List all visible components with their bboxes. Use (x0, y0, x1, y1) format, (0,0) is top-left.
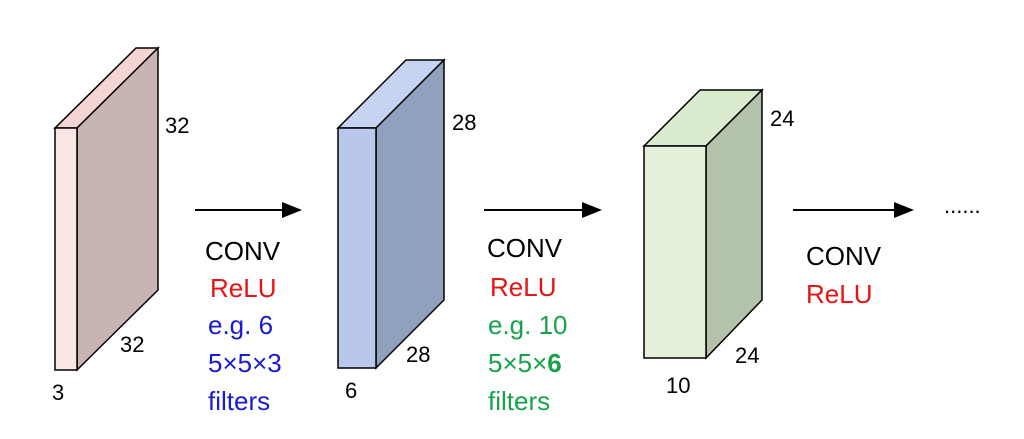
conv-block-2-filter-size: 5×5×6 (488, 348, 562, 378)
volume-2: 6 28 28 (336, 58, 476, 403)
continuation-ellipsis: ...... (944, 193, 981, 218)
conv-block-2: CONV ReLU e.g. 10 5×5×6 filters (487, 233, 568, 416)
conv-block-1-filter-size: 5×5×3 (208, 348, 282, 378)
input-volume: 3 32 32 (52, 46, 189, 405)
volume-3-height-label: 24 (770, 106, 794, 131)
conv-block-2-activation: ReLU (490, 272, 556, 302)
conv-block-3-activation: ReLU (806, 279, 872, 309)
volume-2-width-label: 28 (406, 342, 430, 367)
conv-block-1-activation: ReLU (210, 273, 276, 303)
conv-block-2-filters-word: filters (488, 386, 550, 416)
conv-block-2-op: CONV (487, 233, 563, 263)
conv-block-2-filter-size-prefix: 5×5× (488, 348, 547, 378)
conv-block-1-filters-word: filters (208, 386, 270, 416)
input-volume-front-face (54, 127, 78, 371)
input-height-label: 32 (165, 113, 189, 138)
input-width-label: 32 (120, 332, 144, 357)
volume-2-depth-label: 6 (345, 378, 357, 403)
conv-block-3-op: CONV (806, 241, 882, 271)
conv-block-2-filter-depth: 6 (547, 348, 561, 378)
input-depth-label: 3 (52, 380, 64, 405)
volume-3-depth-label: 10 (666, 373, 690, 398)
conv-block-1-op: CONV (205, 236, 281, 266)
volume-2-front-face (337, 127, 377, 369)
volume-3-width-label: 24 (735, 343, 759, 368)
volume-3-front-face (643, 145, 707, 359)
conv-block-2-filter-count: e.g. 10 (488, 310, 568, 340)
conv-block-1: CONV ReLU e.g. 6 5×5×3 filters (205, 236, 282, 416)
volume-3: 10 24 24 (642, 88, 794, 398)
conv-block-1-filter-count: e.g. 6 (208, 310, 273, 340)
conv-block-3: CONV ReLU (806, 241, 882, 309)
volume-2-height-label: 28 (452, 110, 476, 135)
